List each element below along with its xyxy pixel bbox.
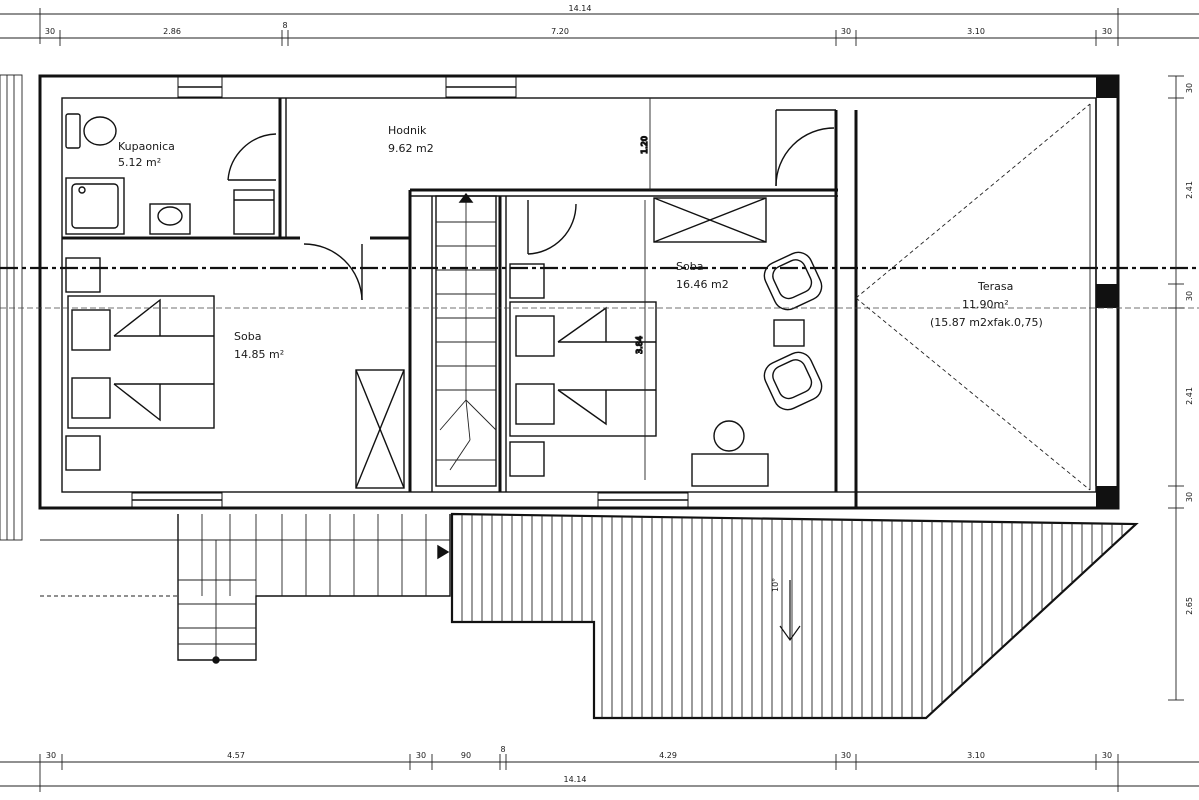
bottom-dim-5: 8 <box>500 745 505 754</box>
bedroom-right-name: Soba <box>676 260 703 273</box>
terrace-name: Terasa <box>977 280 1013 293</box>
bedroom-right-area: 16.46 m2 <box>676 278 729 291</box>
bottom-dim-3: 30 <box>416 751 426 760</box>
bottom-dim-2: 4.57 <box>227 751 245 760</box>
bedroom-left-furniture <box>65 243 405 489</box>
interior-stairs <box>435 192 497 487</box>
bedroom-left-area: 14.85 m² <box>234 348 284 361</box>
bathroom-name: Kupaonica <box>118 140 175 153</box>
bathroom-fixtures <box>65 113 277 235</box>
top-dim-7: 30 <box>1102 27 1112 36</box>
top-dim-2: 2.86 <box>163 27 181 36</box>
bathroom-area: 5.12 m² <box>118 156 161 169</box>
bottom-dim-8: 3.10 <box>967 751 985 760</box>
bedroom-right-furniture: 3.84 <box>509 197 823 487</box>
terrace <box>855 103 1091 491</box>
top-dim-4: 7.20 <box>551 27 569 36</box>
right-dim-5: 30 <box>1185 492 1194 502</box>
right-dim-6: 2.65 <box>1185 597 1194 615</box>
bottom-dim-7: 30 <box>841 751 851 760</box>
top-dim-3: 8 <box>282 21 287 30</box>
top-dim-5: 30 <box>841 27 851 36</box>
room-labels: Kupaonica 5.12 m² Hodnik 9.62 m2 Soba 14… <box>118 124 1043 361</box>
right-dim-4: 2.41 <box>1185 387 1194 405</box>
right-dimension-lines: 30 2.41 30 2.41 30 2.65 <box>1168 75 1194 701</box>
hall-depth-dim: 1.20 <box>640 136 649 154</box>
top-total-dimension: 14.14 <box>569 4 592 13</box>
storage-area: 9.62 m2 <box>388 142 434 155</box>
bottom-dimension-lines: 30 4.57 30 90 8 4.29 30 3.10 30 14.14 <box>0 745 1199 792</box>
room-depth-dim: 3.84 <box>635 336 644 354</box>
roof-slope-label: 10° <box>771 578 780 592</box>
bottom-dim-6: 4.29 <box>659 751 677 760</box>
bottom-dim-9: 30 <box>1102 751 1112 760</box>
terrace-note: (15.87 m2xfak.0,75) <box>930 316 1043 329</box>
bedroom-left-name: Soba <box>234 330 261 343</box>
top-dim-1: 30 <box>45 27 55 36</box>
terrace-area: 11.90m² <box>962 298 1009 311</box>
outer-walls <box>38 74 1120 510</box>
right-dim-1: 30 <box>1185 83 1194 93</box>
axis-lines <box>0 266 1199 309</box>
right-dim-2: 2.41 <box>1185 181 1194 199</box>
bottom-total-dimension: 14.14 <box>564 775 587 784</box>
exterior-stairs <box>40 514 451 664</box>
top-dimension-lines: 14.14 30 2.86 8 7.20 30 3.10 30 <box>0 4 1199 46</box>
sloped-roof: 10° <box>450 512 1139 720</box>
interior-walls <box>62 98 1097 508</box>
bottom-dim-4: 90 <box>461 751 471 760</box>
hall-details: 1.20 <box>639 98 836 190</box>
storage-name: Hodnik <box>388 124 427 137</box>
bottom-dim-1: 30 <box>46 751 56 760</box>
right-dim-3: 30 <box>1185 291 1194 301</box>
left-railing <box>0 74 23 541</box>
top-dim-6: 3.10 <box>967 27 985 36</box>
